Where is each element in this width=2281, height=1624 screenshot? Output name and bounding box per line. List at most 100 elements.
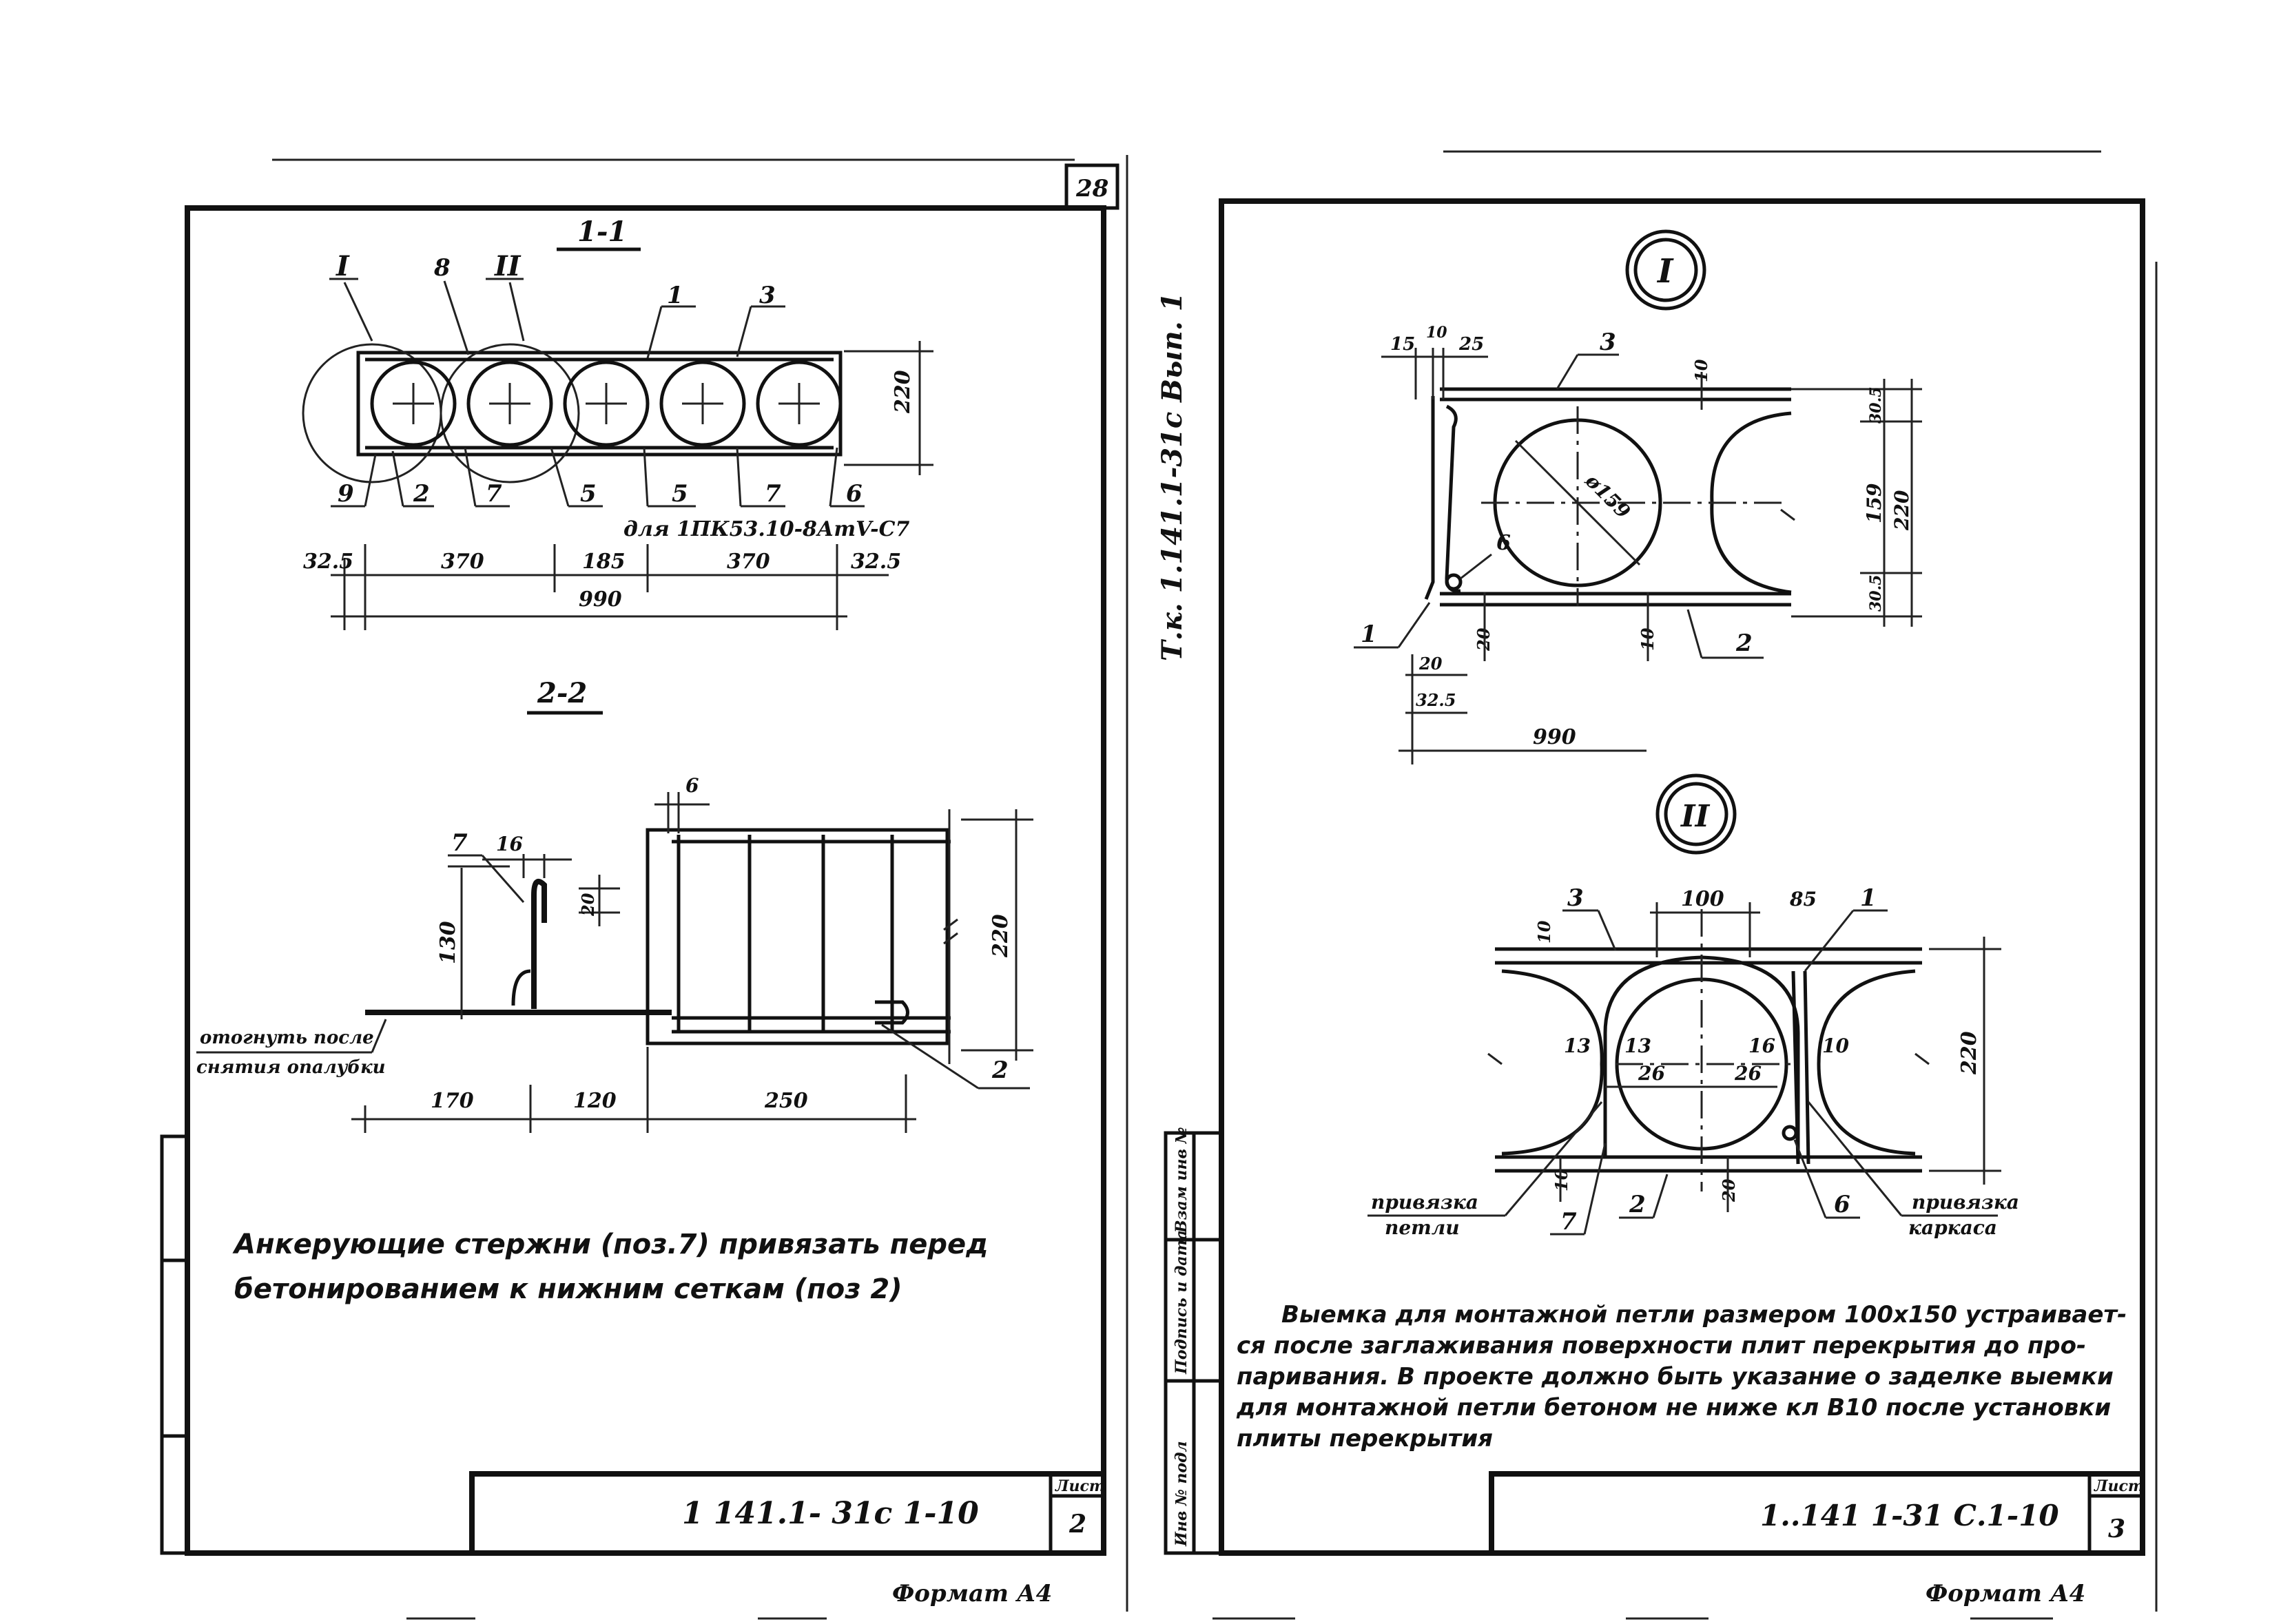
left-title-block: 1 141.1- 31с 1-10 Лист 2 <box>469 1471 1106 1556</box>
anchor-note-line-1: Анкерующие стержни (поз.7) привязать пер… <box>232 1229 988 1260</box>
pos-labels-bottom: 9 2 7 5 5 7 6 <box>331 447 865 508</box>
detail-I-marker: I <box>336 250 350 282</box>
pos-label-7a: 7 <box>486 480 502 508</box>
stamp-sign-label: Подпись и дата <box>1173 1230 1190 1375</box>
detail-I-drawing <box>1424 387 1795 607</box>
detail-II-title: II <box>1680 799 1711 834</box>
tie-loop-label-1: привязка <box>1371 1191 1478 1214</box>
sheet-number-box <box>1064 163 1119 210</box>
dim-I-990: 990 <box>1533 725 1576 749</box>
right-title-code: 1..141 1-31 С.1-10 <box>1760 1499 2059 1532</box>
pos-label-6: 6 <box>846 480 863 508</box>
dim-II-26b: 26 <box>1734 1062 1762 1085</box>
stamp-replace-label: Взам инв № <box>1173 1127 1190 1233</box>
dim-I-pos6: 6 <box>1496 531 1511 555</box>
pos-label-1: 1 <box>667 282 683 309</box>
dim-II-10b: 10 <box>1822 1034 1849 1057</box>
dim-II-10: 10 <box>1534 920 1554 944</box>
bend-note-line-1: отогнуть после <box>200 1028 374 1048</box>
dimensions-2-2: 7 16 6 130 20 220 2 <box>351 774 1033 1133</box>
dim-I-30-5-top: 30.5 <box>1867 386 1885 424</box>
slab-mark-note: для 1ПК53.10-8АтV-С7 <box>623 517 910 541</box>
dim-990: 990 <box>579 587 622 612</box>
dim-32-5-right: 32.5 <box>851 550 901 574</box>
dim-II-16: 16 <box>1748 1034 1775 1057</box>
sheet-number: 28 <box>1075 175 1108 202</box>
dim-120: 120 <box>573 1089 617 1113</box>
detail-I-dims: 15 10 25 3 10 ø159 6 1 20 10 2 <box>1354 324 1922 764</box>
note-line-3: паривания. В проекте должно быть указани… <box>1237 1363 2114 1391</box>
dim-370-left: 370 <box>441 550 484 574</box>
dim-II-pos1: 1 <box>1860 884 1877 912</box>
dim-II-220: 220 <box>1957 1031 1981 1075</box>
dim-II-100: 100 <box>1681 887 1724 911</box>
tie-cage-label-1: привязка <box>1912 1191 2019 1214</box>
dim-32-5-left: 32.5 <box>303 550 353 574</box>
right-note: Выемка для монтажной петли размером 100х… <box>1236 1301 2127 1453</box>
dim-170: 170 <box>431 1089 474 1113</box>
note-line-2: ся после заглаживания поверхности плит п… <box>1237 1332 2086 1360</box>
dim-I-pos2: 2 <box>1735 629 1753 657</box>
detail-I-title: I <box>1656 252 1674 291</box>
pos-label-9: 9 <box>338 480 354 508</box>
reinforcement-cage-2-2 <box>365 809 958 1064</box>
dim-I-pos3: 3 <box>1600 329 1616 356</box>
pos-label-5b: 5 <box>672 480 688 508</box>
dim-20: 20 <box>578 893 598 917</box>
dim-II-13b: 13 <box>1624 1034 1651 1057</box>
dim-220-1-1: 220 <box>891 370 915 414</box>
dim-I-159: 159 <box>1863 483 1886 523</box>
dim-130: 130 <box>436 921 460 964</box>
note-line-4: для монтажной петли бетоном не ниже кл В… <box>1236 1394 2111 1422</box>
right-stamp-strip: Инв № подл Подпись и дата Взам инв № <box>1164 1127 1224 1555</box>
stamp-inv-label: Инв № подл <box>1173 1441 1190 1547</box>
dim-220-2-2: 220 <box>989 914 1013 958</box>
dim-I-220: 220 <box>1890 490 1913 531</box>
dim-II-pos6: 6 <box>1834 1191 1850 1218</box>
left-format-label: Формат А4 <box>892 1580 1052 1607</box>
pos-label-2: 2 <box>413 480 430 508</box>
right-format-label: Формат А4 <box>1926 1580 2085 1607</box>
dim-7: 7 <box>451 829 468 857</box>
left-sheet: 28 1-1 I II <box>160 158 1119 1607</box>
section-2-2-label: 2-2 <box>537 677 587 709</box>
dimension-chain-1-1: 32.5 370 185 370 32.5 990 220 <box>303 341 933 630</box>
dim-II-pos2: 2 <box>1629 1191 1646 1218</box>
dim-I-10: 10 <box>1426 324 1447 342</box>
pos-label-8: 8 <box>433 254 451 282</box>
dim-II-pos3: 3 <box>1567 884 1584 912</box>
series-code: Т.к. 1.141.1-31с Вып. 1 <box>1156 293 1188 661</box>
dim-6-top: 6 <box>685 774 699 797</box>
dim-II-pos7: 7 <box>1560 1208 1577 1236</box>
left-title-code: 1 141.1- 31с 1-10 <box>682 1496 979 1531</box>
bend-note-line-2: снятия опалубки <box>196 1057 386 1078</box>
pos-label-5a: 5 <box>580 480 597 508</box>
dim-I-25: 25 <box>1458 334 1484 355</box>
dim-II-26a: 26 <box>1638 1062 1665 1085</box>
dim-I-20b: 20 <box>1418 654 1443 674</box>
dim-250: 250 <box>764 1089 808 1113</box>
left-sheet-value: 2 <box>1069 1510 1086 1539</box>
anchor-note-line-2: бетонированием к нижним сеткам (поз 2) <box>234 1273 902 1305</box>
note-line-1: Выемка для монтажной петли размером 100х… <box>1281 1301 2127 1329</box>
dim-II-13a: 13 <box>1564 1034 1591 1057</box>
left-sheet-label: Лист <box>1055 1477 1105 1495</box>
pos-label-3: 3 <box>759 282 776 309</box>
right-sheet-label: Лист <box>2094 1477 2144 1495</box>
pos-label-2-cage: 2 <box>991 1056 1009 1084</box>
tie-cage-label-2: каркаса <box>1908 1216 1997 1239</box>
right-sheet-value: 3 <box>2108 1514 2125 1543</box>
hollow-slab-section-1-1 <box>302 343 843 483</box>
detail-II-dims: 3 10 100 85 1 13 13 26 26 16 10 220 10 7 <box>1534 884 2001 1236</box>
note-line-5: плиты перекрытия <box>1237 1425 1493 1453</box>
left-binding-strip <box>160 1134 189 1555</box>
right-title-block: 1..141 1-31 С.1-10 Лист 3 <box>1489 1471 2145 1556</box>
right-sheet: Инв № подл Подпись и дата Взам инв № I 1… <box>406 150 2158 1620</box>
dim-370-right: 370 <box>727 550 770 574</box>
dim-185: 185 <box>582 550 626 574</box>
dim-16: 16 <box>496 833 523 855</box>
dim-I-30-5-bottom: 30.5 <box>1867 574 1885 612</box>
pos-label-7b: 7 <box>765 480 781 508</box>
section-1-1-label: 1-1 <box>577 216 627 248</box>
dim-I-32-5: 32.5 <box>1416 690 1456 710</box>
